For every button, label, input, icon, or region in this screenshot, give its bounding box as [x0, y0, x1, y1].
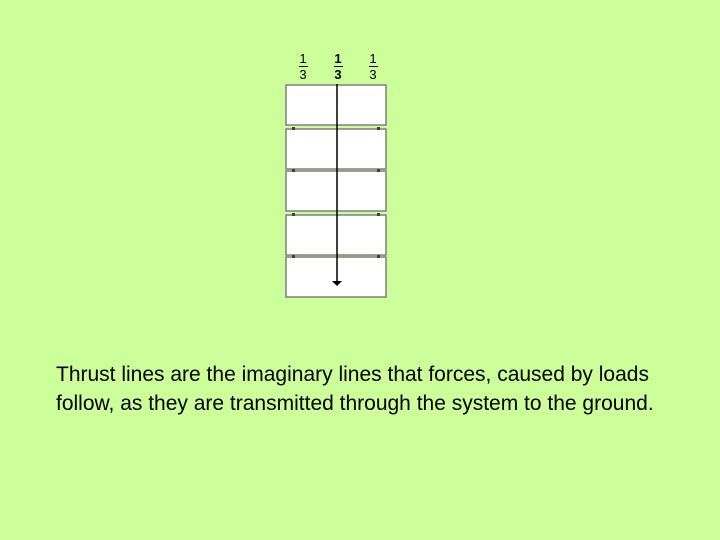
joint-marker	[292, 255, 295, 258]
thrust-arrowhead	[332, 281, 342, 286]
block-stack	[285, 84, 387, 298]
joint-markers	[292, 127, 380, 258]
fraction-numerator: 1	[334, 51, 342, 66]
fraction-denominator: 3	[299, 67, 307, 82]
joint-marker	[377, 213, 380, 216]
joint-marker	[292, 213, 295, 216]
fraction-label-center: 1 3	[328, 52, 348, 81]
fraction-numerator: 1	[369, 51, 377, 66]
fraction-label-right: 1 3	[363, 52, 383, 81]
joint-marker	[377, 127, 380, 130]
fraction-label-left: 1 3	[293, 52, 313, 81]
joint-marker	[292, 127, 295, 130]
caption-text: Thrust lines are the imaginary lines tha…	[56, 363, 654, 415]
fraction-bar	[333, 66, 343, 67]
fraction-bar	[368, 66, 378, 67]
stacked-blocks-diagram	[285, 84, 387, 298]
joint-marker	[292, 169, 295, 172]
block-4	[285, 214, 387, 256]
fraction-numerator: 1	[299, 51, 307, 66]
fraction-denominator: 3	[369, 67, 377, 82]
joint-marker	[377, 169, 380, 172]
joint-marker	[377, 255, 380, 258]
block-1	[285, 84, 387, 126]
fraction-denominator: 3	[334, 67, 342, 82]
fraction-bar	[298, 66, 308, 67]
block-2	[285, 128, 387, 170]
block-5	[285, 256, 387, 298]
block-3	[285, 170, 387, 212]
